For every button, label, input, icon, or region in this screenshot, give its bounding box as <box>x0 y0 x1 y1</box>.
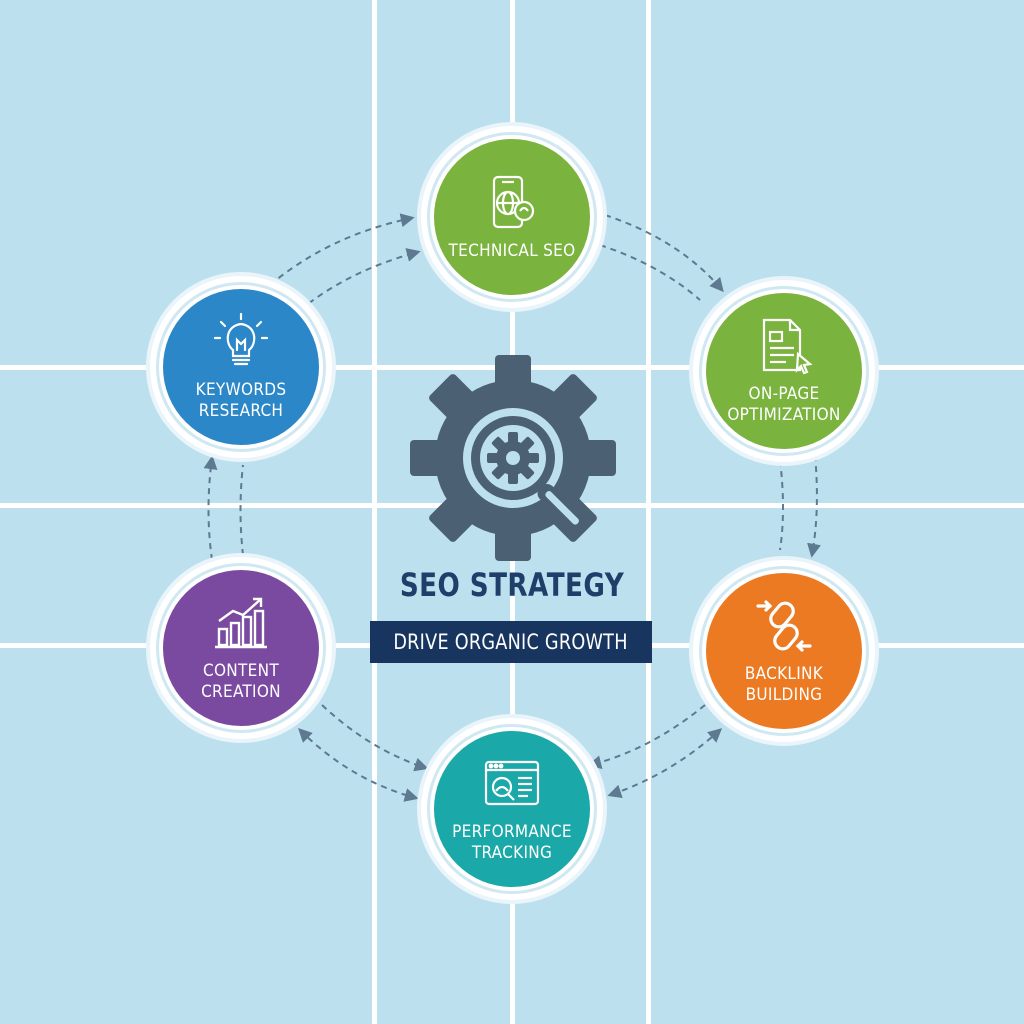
node-disc: ON-PAGE OPTIMIZATION <box>706 293 862 449</box>
node-disc: KEYWORDS RESEARCH <box>163 289 319 445</box>
arrow-onpage-to-backlink <box>807 454 821 558</box>
node-ring <box>156 282 326 452</box>
mobile-globe-icon <box>492 175 535 228</box>
arrow-technical-to-onpage <box>604 214 724 293</box>
arrow-content-to-performance-inner <box>321 704 429 772</box>
node-disc: CONTENT CREATION <box>163 570 319 726</box>
node-label-content-creation: CONTENT CREATION <box>201 661 281 702</box>
node-label-backlink-building: BACKLINK BUILDING <box>744 664 824 705</box>
node-label-keywords-research: KEYWORDS RESEARCH <box>195 380 287 421</box>
node-ring <box>427 132 597 302</box>
node-keywords-research[interactable]: KEYWORDS RESEARCH <box>150 276 332 458</box>
gear-magnifier-icon <box>410 355 616 561</box>
node-disc: TECHNICAL SEO <box>434 139 590 295</box>
node-backlink-building[interactable]: BACKLINK BUILDING <box>693 560 875 742</box>
node-content-creation[interactable]: CONTENT CREATION <box>150 557 332 739</box>
grid-line-vertical <box>646 0 651 1024</box>
document-cursor-icon <box>762 318 813 375</box>
arrow-backlink-to-performance-inner <box>587 704 706 770</box>
node-disc: BACKLINK BUILDING <box>706 573 862 729</box>
browser-analytics-icon <box>484 760 540 806</box>
node-disc: PERFORMANCE TRACKING <box>434 731 590 887</box>
node-ring <box>699 566 869 736</box>
arrow-keywords-to-technical-inner <box>299 248 421 311</box>
node-ring <box>427 724 597 894</box>
arrow-content-to-keywords <box>203 455 218 561</box>
arrow-technical-to-onpage-inner <box>599 244 701 301</box>
arrow-content-to-keywords-inner <box>239 464 244 556</box>
node-technical-seo[interactable]: TECHNICAL SEO <box>421 126 603 308</box>
center-title: SEO STRATEGY <box>399 566 625 604</box>
center-subtitle: DRIVE ORGANIC GROWTH <box>393 630 629 654</box>
node-label-technical-seo: TECHNICAL SEO <box>448 240 576 261</box>
arrow-keywords-to-technical <box>269 213 415 286</box>
node-on-page-optimization[interactable]: ON-PAGE OPTIMIZATION <box>693 280 875 462</box>
chain-link-icon <box>756 600 812 652</box>
lightbulb-icon <box>213 312 269 366</box>
node-ring <box>699 286 869 456</box>
node-label-on-page-optimization: ON-PAGE OPTIMIZATION <box>727 384 841 425</box>
arrow-onpage-to-backlink-inner <box>779 459 784 551</box>
center-subtitle-banner: DRIVE ORGANIC GROWTH <box>370 621 652 663</box>
node-ring <box>156 563 326 733</box>
node-label-performance-tracking: PERFORMANCE TRACKING <box>452 822 572 863</box>
grid-line-vertical <box>372 0 377 1024</box>
arrow-backlink-to-performance <box>607 728 723 799</box>
bar-chart-icon <box>215 597 267 649</box>
arrow-content-to-performance <box>298 728 419 802</box>
node-performance-tracking[interactable]: PERFORMANCE TRACKING <box>421 718 603 900</box>
